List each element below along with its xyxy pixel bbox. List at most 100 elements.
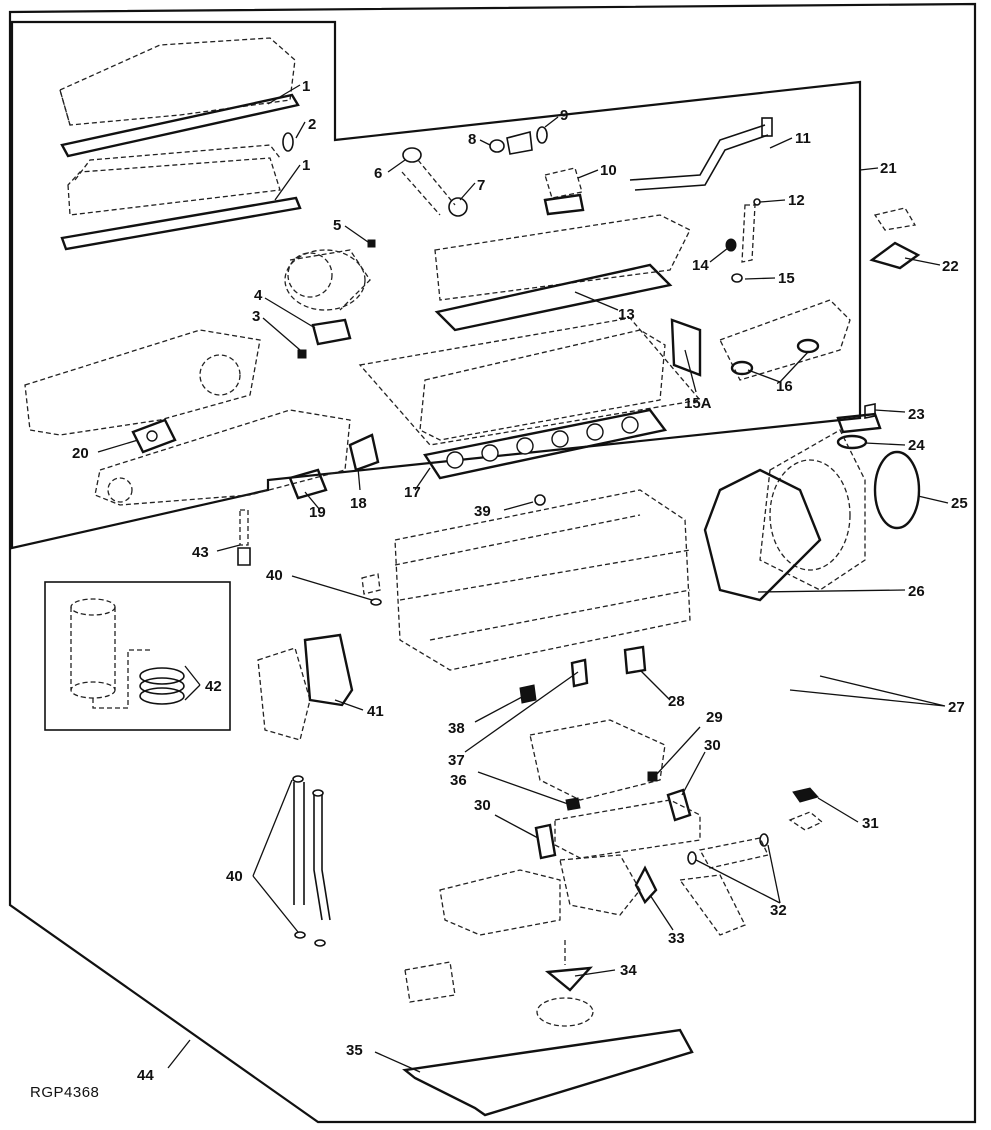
rocker-cover-gasket-upper bbox=[60, 93, 300, 158]
callout-11: 11 bbox=[795, 130, 811, 147]
seal-39 bbox=[534, 494, 546, 506]
thermostat-housing-10 bbox=[543, 167, 585, 216]
callout-44: 44 bbox=[137, 1067, 154, 1084]
head-gasket-17 bbox=[423, 408, 668, 480]
ring-7 bbox=[448, 197, 468, 217]
seal-5 bbox=[367, 239, 376, 248]
coolant-tube-11 bbox=[629, 117, 773, 191]
turbocharger-drawing bbox=[284, 249, 371, 311]
callout-3: 3 bbox=[252, 308, 260, 325]
rear-seal-gasket-25 bbox=[873, 450, 921, 530]
engine-block-drawing bbox=[394, 489, 691, 671]
callout-10: 10 bbox=[600, 162, 617, 179]
callout-41: 41 bbox=[367, 703, 384, 720]
seal-6 bbox=[402, 147, 422, 163]
upper-kit-outline bbox=[10, 20, 862, 550]
flywheel-housing-gasket-26 bbox=[703, 468, 822, 602]
oil-pickup-drawing bbox=[404, 940, 594, 1027]
callout-31: 31 bbox=[862, 815, 879, 832]
gasket-24 bbox=[836, 412, 882, 434]
gasket-30-left bbox=[534, 823, 557, 860]
kit-outer-outline bbox=[8, 2, 977, 1124]
plug-43 bbox=[237, 509, 251, 566]
oil-line-seal-3 bbox=[297, 349, 307, 359]
callout-labels: 1 1 2 3 4 5 6 7 8 9 10 11 12 13 14 15 15… bbox=[30, 78, 968, 1101]
callout-19: 19 bbox=[309, 504, 326, 521]
rocker-cover-gasket-lower bbox=[60, 196, 302, 251]
callout-40-lower: 40 bbox=[226, 868, 243, 885]
callout-12: 12 bbox=[788, 192, 805, 209]
front-cover-drawing bbox=[257, 647, 311, 741]
callout-6: 6 bbox=[374, 165, 382, 182]
seal-40-upper bbox=[361, 573, 382, 606]
grommet-14 bbox=[725, 238, 737, 252]
front-cover-gasket-41 bbox=[303, 633, 354, 707]
hose-32 bbox=[687, 833, 769, 869]
flywheel-housing-drawing bbox=[759, 429, 866, 591]
fitting-31 bbox=[788, 787, 824, 831]
gasket-28 bbox=[623, 645, 647, 675]
callout-25: 25 bbox=[951, 495, 968, 512]
callout-33: 33 bbox=[668, 930, 685, 947]
callout-21: 21 bbox=[880, 160, 897, 177]
oil-cooler-body-drawing bbox=[554, 799, 701, 859]
callout-1-lower: 1 bbox=[302, 157, 310, 174]
callout-1-upper: 1 bbox=[302, 78, 310, 95]
callout-5: 5 bbox=[333, 217, 341, 234]
dipstick-tubes-40 bbox=[292, 775, 331, 947]
gasket-37 bbox=[570, 658, 589, 688]
callout-38: 38 bbox=[448, 720, 465, 737]
callout-34: 34 bbox=[620, 962, 637, 979]
callout-4: 4 bbox=[254, 287, 263, 304]
cylinder-head-drawing bbox=[358, 317, 702, 446]
oil-pump-drawing bbox=[439, 854, 746, 936]
callout-15a: 15A bbox=[684, 395, 712, 412]
callout-28: 28 bbox=[668, 693, 685, 710]
turbo-gasket-4 bbox=[311, 318, 352, 346]
intake-gasket-18 bbox=[348, 433, 380, 472]
callout-7: 7 bbox=[477, 177, 485, 194]
callout-2: 2 bbox=[308, 116, 316, 133]
gasket-15a bbox=[670, 318, 702, 377]
callout-15: 15 bbox=[778, 270, 795, 287]
tube-12 bbox=[741, 198, 761, 263]
callout-27: 27 bbox=[948, 699, 965, 716]
callout-8: 8 bbox=[468, 131, 476, 148]
callout-40-upper: 40 bbox=[266, 567, 283, 584]
gasket-33 bbox=[634, 865, 658, 905]
callout-29: 29 bbox=[706, 709, 723, 726]
callout-20: 20 bbox=[72, 445, 89, 462]
leader-lines bbox=[97, 84, 949, 1073]
callout-23: 23 bbox=[908, 406, 925, 423]
callout-26: 26 bbox=[908, 583, 925, 600]
piston-ring-inset-box bbox=[44, 581, 231, 731]
reference-code: RGP4368 bbox=[30, 1084, 99, 1101]
bellows-8-9 bbox=[506, 130, 533, 155]
rocker-cover-drawing bbox=[59, 37, 296, 216]
seal-8 bbox=[489, 139, 505, 153]
valve-cover-drawing bbox=[434, 214, 691, 301]
callout-30-right: 30 bbox=[704, 737, 721, 754]
piston-ring-set-drawing bbox=[70, 598, 185, 709]
callout-14: 14 bbox=[692, 257, 709, 274]
callout-17: 17 bbox=[404, 484, 421, 501]
callout-22: 22 bbox=[942, 258, 959, 275]
gasket-30-right bbox=[666, 788, 692, 822]
seal-24b bbox=[836, 434, 868, 450]
oil-pan-gasket-35 bbox=[402, 1028, 694, 1117]
callout-35: 35 bbox=[346, 1042, 363, 1059]
intake-manifold-drawing bbox=[94, 409, 351, 506]
callout-36: 36 bbox=[450, 772, 467, 789]
intake-gasket-19 bbox=[288, 468, 328, 500]
callout-32: 32 bbox=[770, 902, 787, 919]
oil-cooler-drawing bbox=[529, 719, 666, 801]
gasket-38 bbox=[519, 684, 537, 704]
callout-13: 13 bbox=[618, 306, 635, 323]
callout-24: 24 bbox=[908, 437, 925, 454]
callout-39: 39 bbox=[474, 503, 491, 520]
gasket-34 bbox=[544, 966, 593, 992]
hose-7 bbox=[401, 159, 456, 216]
callout-43: 43 bbox=[192, 544, 209, 561]
valve-cover-gasket-13 bbox=[434, 263, 673, 332]
